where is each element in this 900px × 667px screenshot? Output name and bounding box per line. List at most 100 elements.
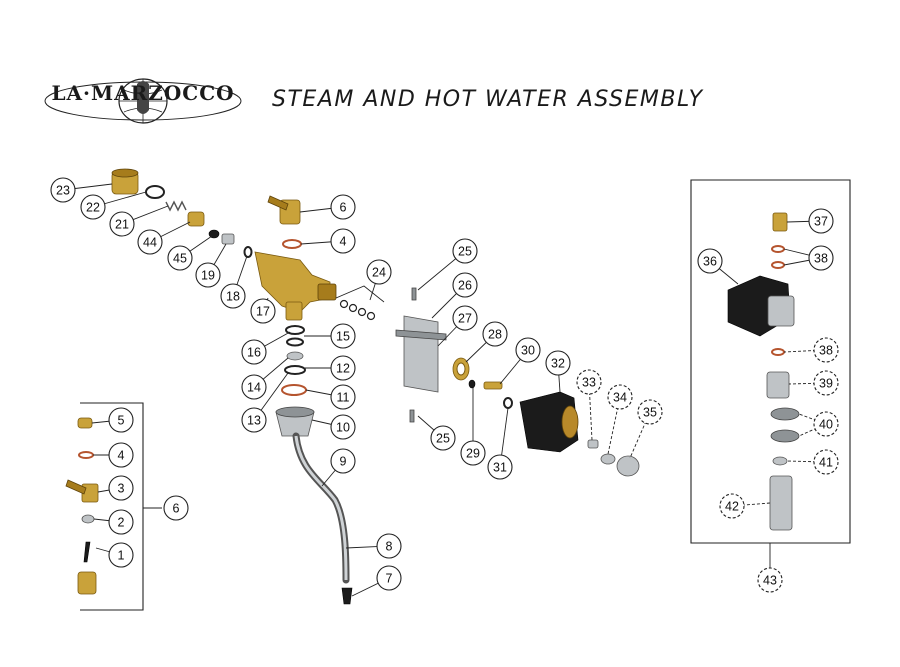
callout-number: 5 [118,414,125,428]
part-17-valve-body [254,251,337,321]
callout-circle [330,323,356,349]
callout-number: 28 [488,328,502,342]
callout-number: 41 [819,456,833,470]
callout-circle [452,272,478,298]
callout-14: 14 [241,374,267,400]
part-24-orings [339,299,376,321]
part-18-oring [243,246,253,258]
callout-35: 35 [637,399,663,425]
callout-number: 8 [386,540,393,554]
callout-circle [515,337,541,363]
callout-circle [241,339,267,365]
callout-circle [108,442,134,468]
callout-circle [330,414,356,440]
callout-number: 15 [336,330,350,344]
subassembly-6-bracket [80,402,144,611]
callout-32: 32 [545,350,571,376]
callout-26: 26 [452,272,478,298]
callout-circle [220,283,246,309]
part-25-screw-bottom [409,409,415,423]
callout-circle [545,350,571,376]
callout-10: 10 [330,414,356,440]
part-44-bushing [187,211,205,227]
callout-13: 13 [241,407,267,433]
brand-wordmark: LA·MARZOCCO [51,81,234,105]
callout-circle [808,208,834,234]
callout-34: 34 [607,384,633,410]
callout-16: 16 [241,339,267,365]
callout-circle [719,493,745,519]
callout-number: 38 [819,344,833,358]
callout-2: 2 [108,509,134,535]
callout-circle [50,177,76,203]
callout-number: 27 [458,312,472,326]
part-38-oring-lower [771,348,785,356]
callout-3: 3 [108,475,134,501]
callout-circle [376,565,402,591]
part-23-cap-nut [111,168,139,195]
callout-31: 31 [487,454,513,480]
callout-circle [482,321,508,347]
callout-33: 33 [576,369,602,395]
callout-40: 40 [813,411,839,437]
callout-circle [607,384,633,410]
part-40-rings [770,407,800,443]
callout-circle [163,495,189,521]
callout-number: 17 [256,305,270,319]
callout-8: 8 [376,533,402,559]
callout-25: 25 [430,425,456,451]
callout-circle [813,337,839,363]
callout-circle [241,407,267,433]
part-15-ring [286,337,304,347]
part-25-screw-top [411,287,417,301]
callout-37: 37 [808,208,834,234]
part-14-ring [286,351,304,361]
callout-30: 30 [515,337,541,363]
solenoid-assembly-box [690,179,851,544]
part-10-nozzle-nut [275,406,315,437]
part-4-oring-top [282,239,302,249]
callout-circle [108,542,134,568]
callout-number: 6 [173,502,180,516]
callout-15: 15 [330,323,356,349]
callout-21: 21 [109,211,135,237]
callout-number: 12 [336,362,350,376]
callout-number: 44 [143,236,157,250]
callout-number: 25 [436,432,450,446]
callout-circle [109,211,135,237]
part-33-bolt [587,439,599,449]
callout-circle [813,370,839,396]
part-38-orings [771,245,785,269]
callout-number: 34 [613,391,627,405]
callout-circle [376,533,402,559]
callout-circle [697,248,723,274]
part-2-washer [81,514,95,524]
callout-circle [137,229,163,255]
part-16-washer [285,325,305,335]
callout-19: 19 [195,262,221,288]
callout-circle [430,425,456,451]
part-42-spout [769,475,793,531]
callout-number: 38 [814,252,828,266]
callout-number: 11 [337,391,350,405]
callout-circle [108,407,134,433]
part-19-nut [221,233,235,245]
callout-29: 29 [460,440,486,466]
callout-circle [330,355,356,381]
callout-number: 6 [340,201,347,215]
callout-38: 38 [808,245,834,271]
part-22-gasket [145,185,165,199]
callout-number: 39 [819,377,833,391]
part-35-cap [616,455,640,477]
callout-circle [108,509,134,535]
callout-circle [452,238,478,264]
callout-circle [108,475,134,501]
part-32-knob [519,391,579,453]
callout-number: 7 [386,572,393,586]
callout-number: 30 [521,344,535,358]
callout-number: 14 [247,381,261,395]
callout-number: 21 [115,218,129,232]
callout-36: 36 [697,248,723,274]
callout-circle [460,440,486,466]
part-31-oring [503,397,513,409]
